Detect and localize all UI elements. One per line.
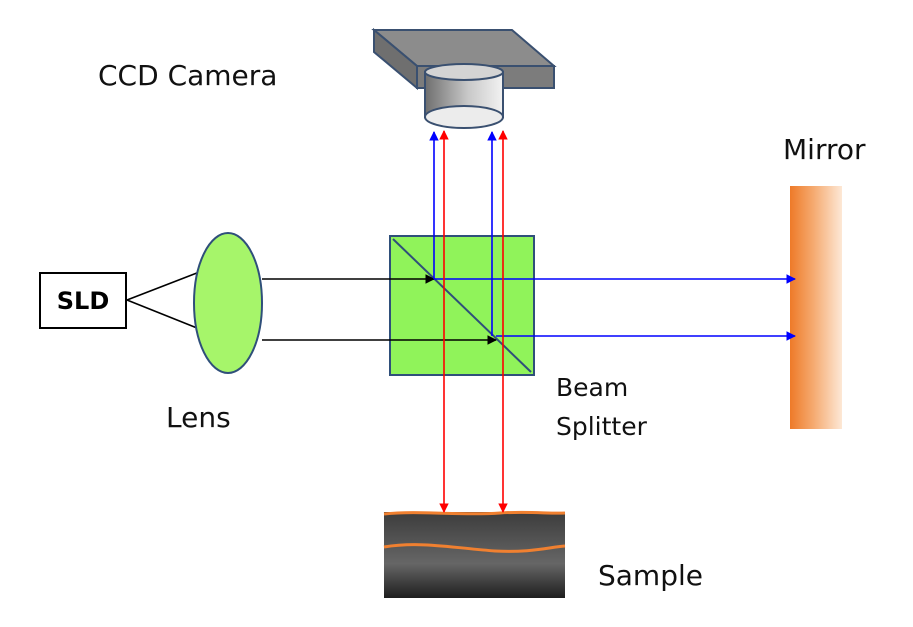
sld-source-box: SLD xyxy=(39,272,127,329)
beam-splitter-label-line2: Splitter xyxy=(556,412,647,441)
lens-element xyxy=(193,232,263,374)
sample-label: Sample xyxy=(598,559,703,592)
lens-label: Lens xyxy=(166,401,231,434)
ccd-camera-label: CCD Camera xyxy=(98,59,278,92)
source-divergence-lines xyxy=(126,270,203,331)
sample-block xyxy=(383,510,566,598)
beam-splitter-label-line1: Beam xyxy=(556,373,629,402)
beam-splitter-diagonal xyxy=(392,238,532,373)
ccd-camera-icon xyxy=(371,27,557,129)
mirror-plate xyxy=(790,186,842,429)
mirror-label: Mirror xyxy=(783,133,866,166)
